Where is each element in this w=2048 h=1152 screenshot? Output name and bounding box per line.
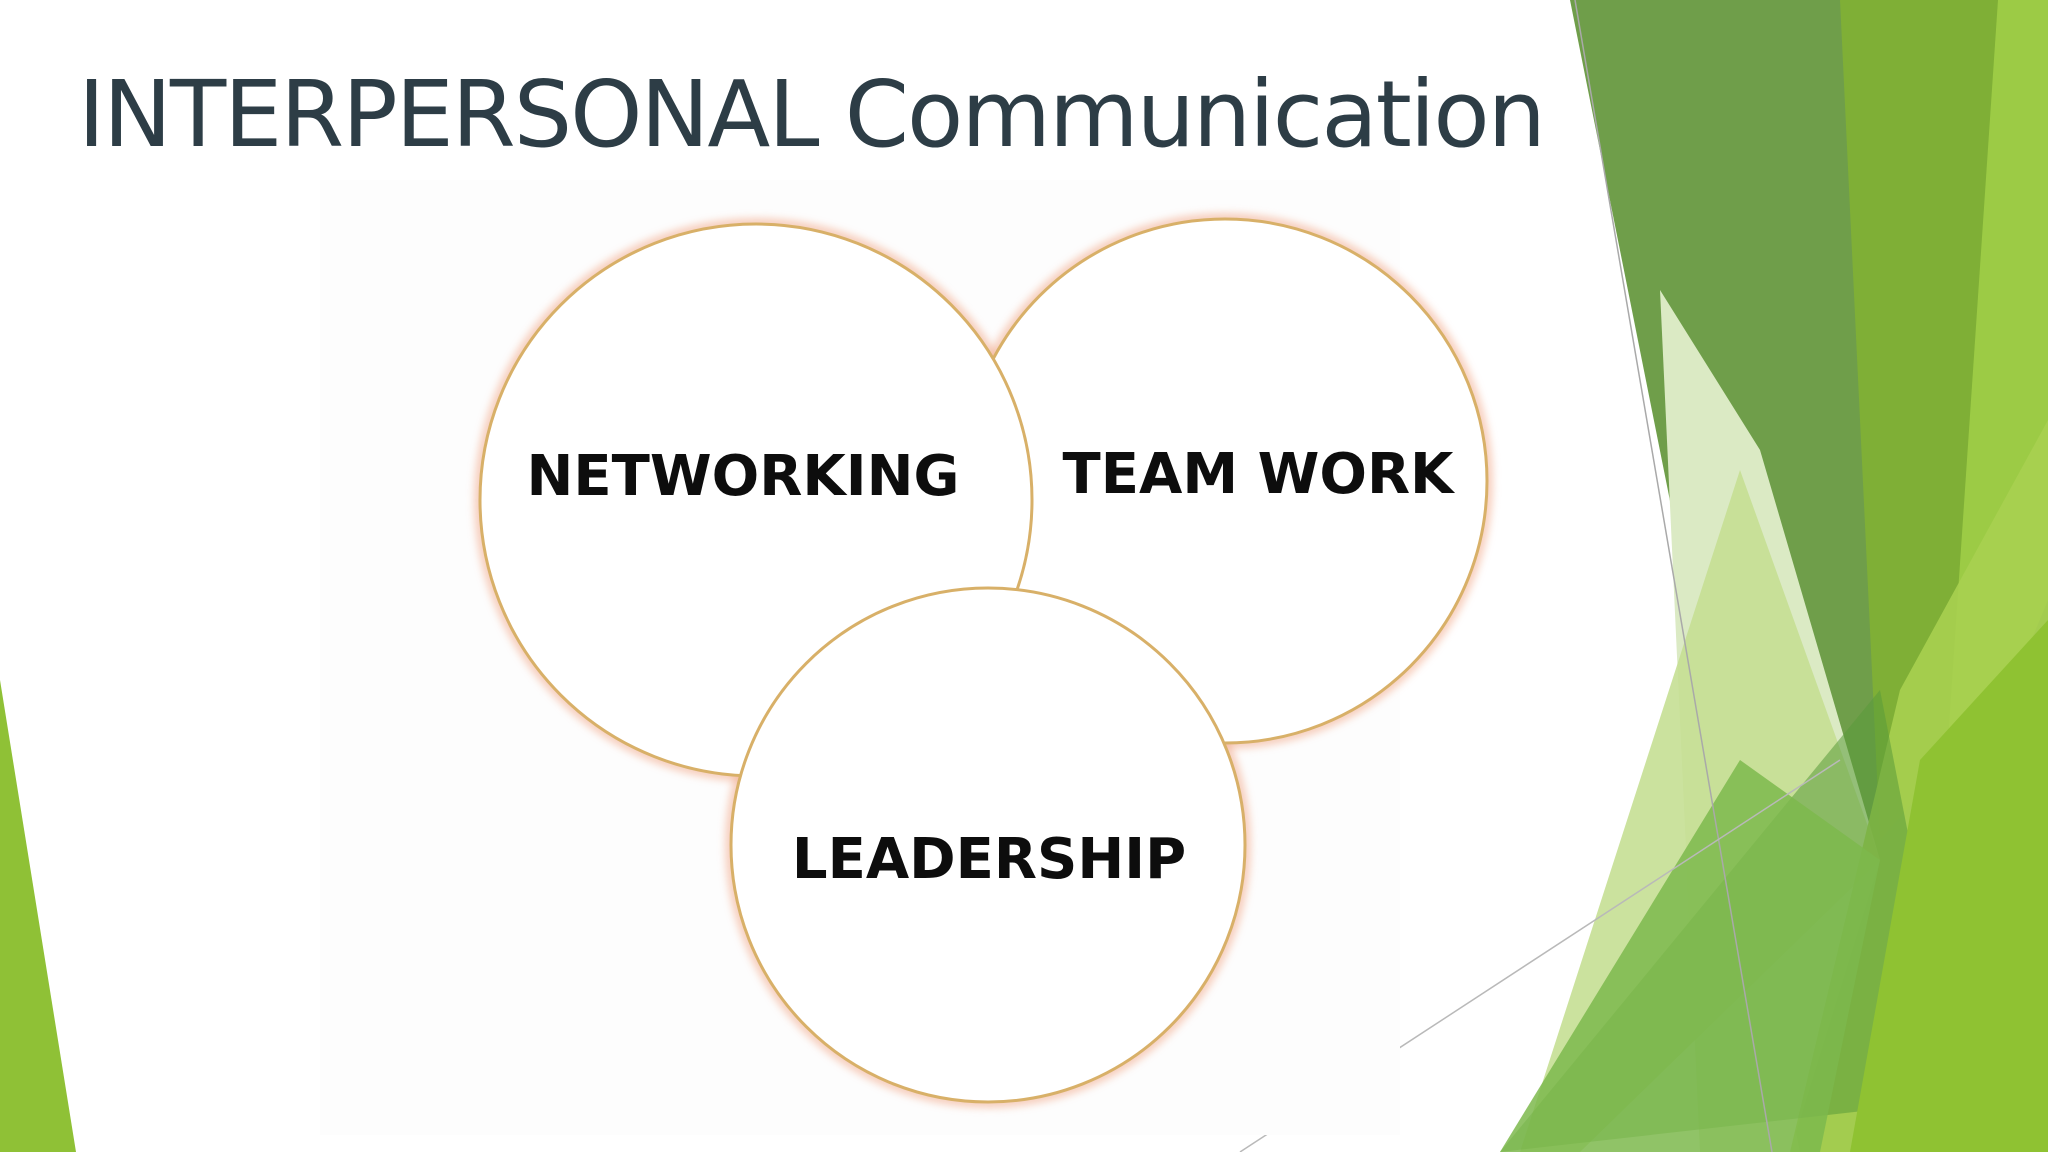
team-work-label: TEAM WORK: [1063, 442, 1457, 507]
leadership-circle: [729, 586, 1247, 1104]
networking-label: NETWORKING: [527, 444, 960, 509]
slide-title: INTERPERSONAL Communication: [78, 61, 1546, 168]
leadership-label: LEADERSHIP: [792, 827, 1186, 892]
